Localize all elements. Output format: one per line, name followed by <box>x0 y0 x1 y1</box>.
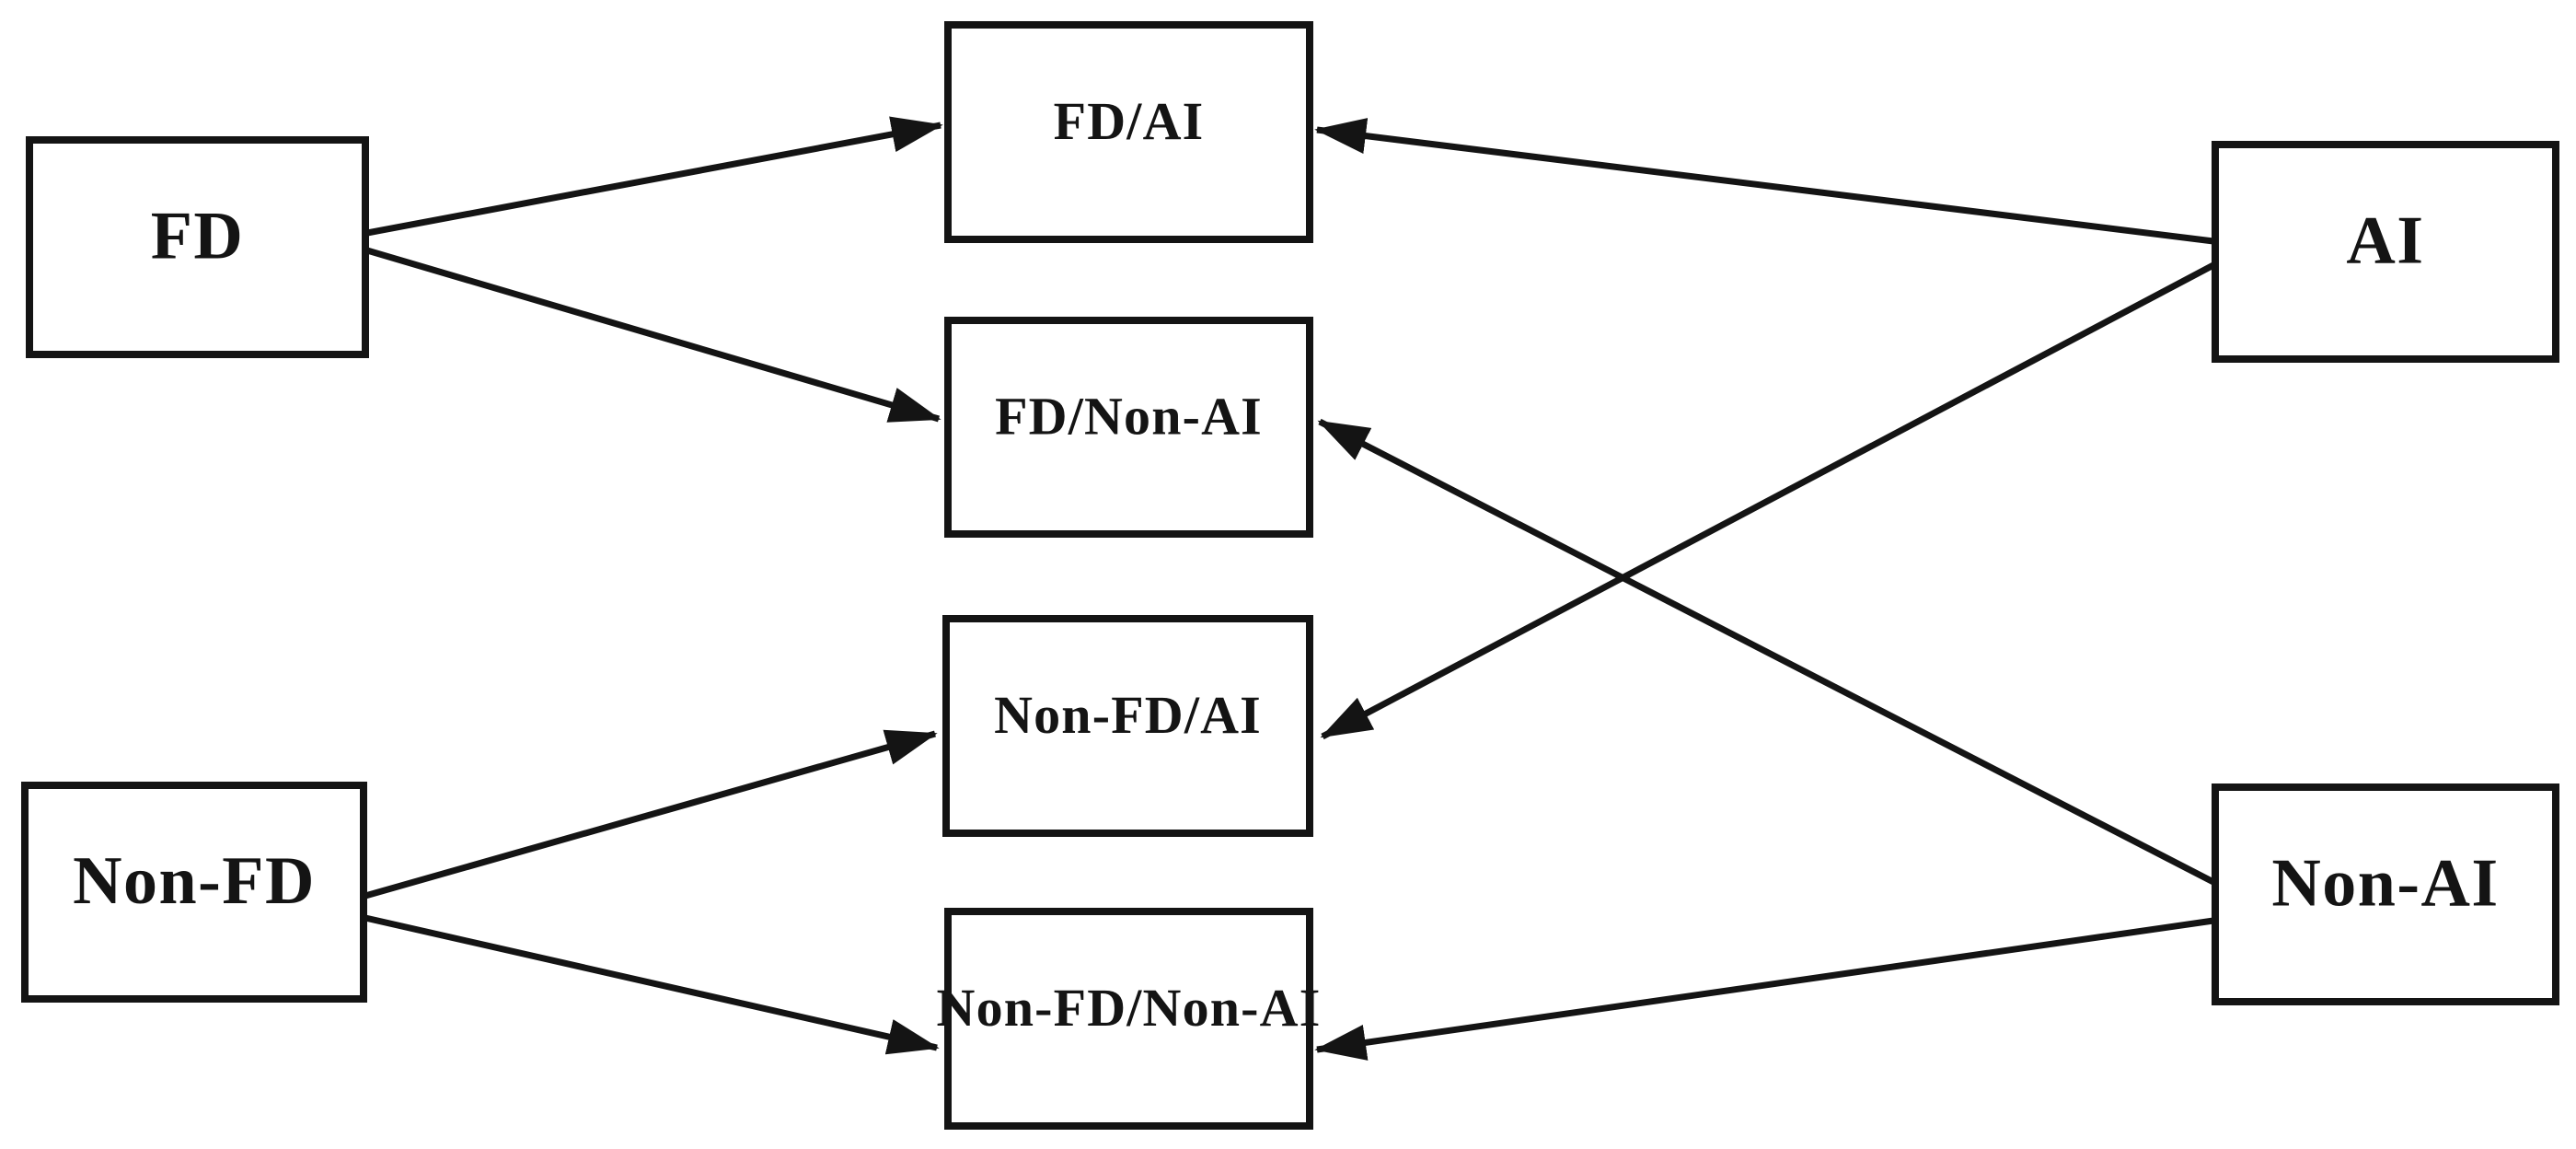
node-fd-non-ai-label: FD/Non-AI <box>995 387 1263 447</box>
node-non-ai <box>2212 783 2559 1005</box>
node-non-ai-label: Non-AI <box>2271 846 2499 922</box>
edge-fd-to-fd-ai <box>366 116 943 237</box>
edge-fd-to-fd-non-ai <box>366 247 941 423</box>
node-non-fd-non-ai-label: Non-FD/Non-AI <box>937 978 1322 1038</box>
edge-non-ai-to-non-fd-non-ai <box>1314 917 2214 1061</box>
node-ai <box>2212 141 2559 363</box>
node-fd-ai <box>944 21 1313 243</box>
node-non-fd-label: Non-FD <box>73 843 316 919</box>
edge-ai-to-non-fd-ai <box>1320 261 2215 740</box>
edge-non-fd-to-non-fd-ai <box>364 729 938 899</box>
node-non-fd-ai-label: Non-FD/AI <box>994 685 1262 745</box>
node-non-fd-non-ai <box>944 908 1313 1130</box>
node-non-fd <box>21 782 367 1003</box>
node-ai-label: AI <box>2346 203 2424 279</box>
node-fd-label: FD <box>151 199 245 274</box>
node-fd-ai-label: FD/AI <box>1054 91 1205 151</box>
edge-non-fd-to-non-fd-non-ai <box>364 914 940 1055</box>
node-fd <box>26 136 369 358</box>
edge-ai-to-fd-ai <box>1314 118 2214 245</box>
node-fd-non-ai <box>944 317 1313 538</box>
edge-non-ai-to-fd-non-ai <box>1317 418 2215 886</box>
node-non-fd-ai <box>942 615 1313 837</box>
